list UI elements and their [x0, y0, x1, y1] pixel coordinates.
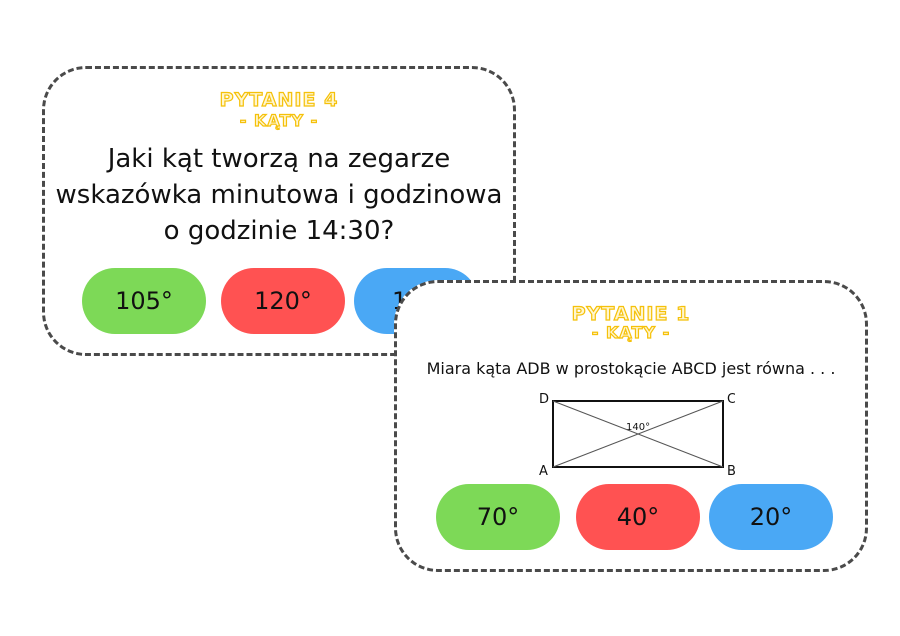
- vertex-label-c: C: [727, 392, 735, 407]
- question-line: wskazówka minutowa i godzinowa: [55, 180, 503, 210]
- question-line: o godzinie 14:30?: [163, 216, 395, 246]
- diagonal-ac: [552, 400, 724, 468]
- angle-label: 140°: [626, 422, 650, 433]
- answer-button-2[interactable]: 40°: [576, 484, 700, 550]
- rectangle-outline: [552, 400, 724, 468]
- answer-button-1[interactable]: 70°: [436, 484, 560, 550]
- vertex-label-a: A: [539, 464, 548, 479]
- question-card-1: PYTANIE 1 - KĄTY - Miara kąta ADB w pros…: [394, 280, 868, 572]
- question-text: Jaki kąt tworzą na zegarze wskazówka min…: [55, 141, 503, 249]
- answer-button-3[interactable]: 20°: [709, 484, 833, 550]
- question-text: Miara kąta ADB w prostokącie ABCD jest r…: [426, 359, 836, 378]
- answer-button-2[interactable]: 120°: [221, 268, 345, 334]
- vertex-label-b: B: [727, 464, 735, 479]
- rectangle-abcd-figure: D C A B 140°: [539, 392, 735, 479]
- vertex-label-d: D: [539, 392, 549, 407]
- question-line: Jaki kąt tworzą na zegarze: [107, 144, 451, 174]
- question-card-4: PYTANIE 4 - KĄTY - Jaki kąt tworzą na ze…: [42, 66, 516, 356]
- card-subtitle: - KĄTY -: [591, 323, 671, 342]
- card-title: PYTANIE 4: [219, 89, 339, 111]
- card-subtitle: - KĄTY -: [239, 111, 319, 130]
- answer-button-1[interactable]: 105°: [82, 268, 206, 334]
- card-title: PYTANIE 1: [571, 303, 691, 325]
